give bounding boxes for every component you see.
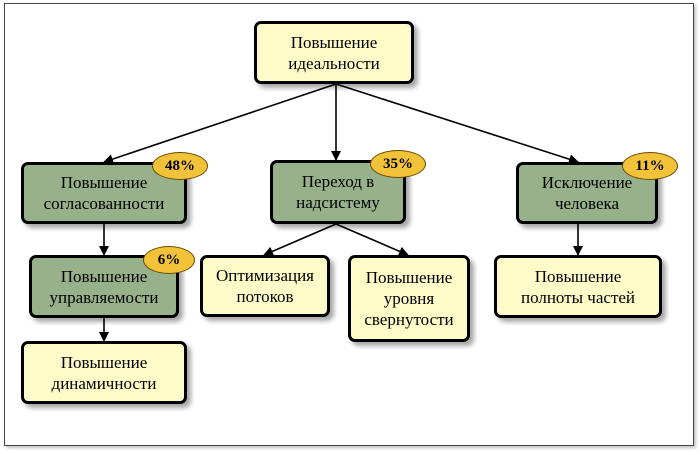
- node-supersystem-label: Переход в надсистему: [296, 172, 380, 212]
- node-coherence-label: Повышение согласованности: [43, 173, 165, 213]
- node-controllability-label: Повышение управляемости: [49, 266, 159, 307]
- node-root-label: Повышение идеальности: [288, 32, 380, 73]
- node-coherence: Повышение согласованности: [21, 162, 187, 224]
- edge-root-coherence: [103, 83, 337, 164]
- badge-coherence: 48%: [152, 152, 208, 180]
- node-convolution: Повышение уровня свернутости: [348, 255, 470, 342]
- node-dynamism: Повышение динамичности: [21, 341, 187, 404]
- badge-supersystem-value: 35%: [383, 155, 413, 172]
- node-dynamism-label: Повышение динамичности: [51, 352, 157, 393]
- badge-supersystem: 35%: [370, 150, 426, 178]
- badge-human: 11%: [622, 152, 678, 180]
- badge-coherence-value: 48%: [165, 157, 195, 174]
- badge-controllability-value: 6%: [157, 251, 181, 268]
- node-convolution-label: Повышение уровня свернутости: [364, 268, 454, 329]
- node-human-label: Исключение человека: [541, 173, 633, 213]
- badge-controllability: 6%: [143, 246, 195, 274]
- node-flows-label: Оптимизация потоков: [215, 266, 315, 306]
- node-supersystem: Переход в надсистему: [270, 160, 406, 224]
- node-flows: Оптимизация потоков: [200, 255, 330, 317]
- node-completeness: Повышение полноты частей: [494, 255, 662, 318]
- node-completeness-label: Повышение полноты частей: [520, 266, 636, 307]
- node-root: Повышение идеальности: [254, 21, 414, 84]
- edge-root-human: [335, 83, 579, 164]
- edge-supersystem-convolution: [335, 223, 409, 257]
- edge-supersystem-flows: [263, 223, 337, 257]
- badge-human-value: 11%: [635, 157, 665, 174]
